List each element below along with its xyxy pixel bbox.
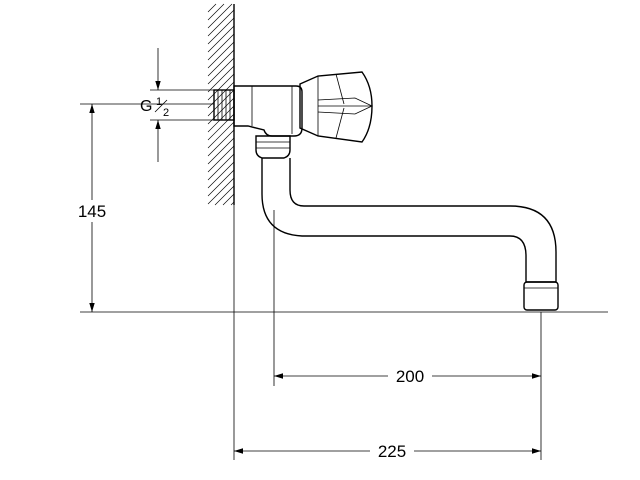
wall	[207, 3, 235, 206]
height-dimension: 145	[70, 104, 114, 312]
spout	[261, 158, 557, 283]
hatch-line	[230, 201, 235, 206]
hatch-line	[207, 17, 235, 45]
threaded-connection	[213, 89, 235, 121]
hatch-line	[214, 185, 235, 206]
hatch-line	[207, 3, 225, 21]
projection-value: 225	[378, 442, 406, 461]
height-value: 145	[78, 202, 106, 221]
hatch-line	[207, 41, 235, 69]
valve-body	[233, 85, 303, 137]
spout-swivel	[255, 135, 291, 159]
thread-prefix-label: G	[140, 98, 152, 115]
hatch-line	[207, 137, 235, 165]
spout-reach-dimension: 200	[274, 366, 541, 386]
hatch-line	[207, 177, 235, 205]
wall-hatching	[207, 3, 235, 206]
hatch-line	[207, 49, 235, 77]
hatch-line	[207, 3, 217, 13]
hatch-line	[207, 25, 235, 53]
hatch-line	[207, 33, 235, 61]
thread-dimension: G 1 2	[140, 48, 169, 162]
hatch-line	[207, 9, 235, 37]
hatch-line	[207, 161, 235, 189]
hatch-line	[207, 129, 235, 157]
thread-denominator-label: 2	[163, 107, 169, 119]
handle	[299, 71, 373, 143]
hatch-line	[207, 121, 235, 149]
hatch-line	[207, 153, 235, 181]
hatch-line	[207, 73, 235, 101]
spout-reach-value: 200	[396, 367, 424, 386]
hatch-line	[207, 3, 233, 29]
hatch-line	[207, 65, 235, 93]
projection-dimension: 225	[234, 441, 541, 461]
hatch-line	[207, 169, 235, 197]
thread-numerator-label: 1	[156, 96, 162, 108]
aerator	[523, 281, 559, 311]
hatch-line	[207, 57, 235, 85]
hatch-line	[207, 145, 235, 173]
hatch-line	[222, 193, 235, 206]
